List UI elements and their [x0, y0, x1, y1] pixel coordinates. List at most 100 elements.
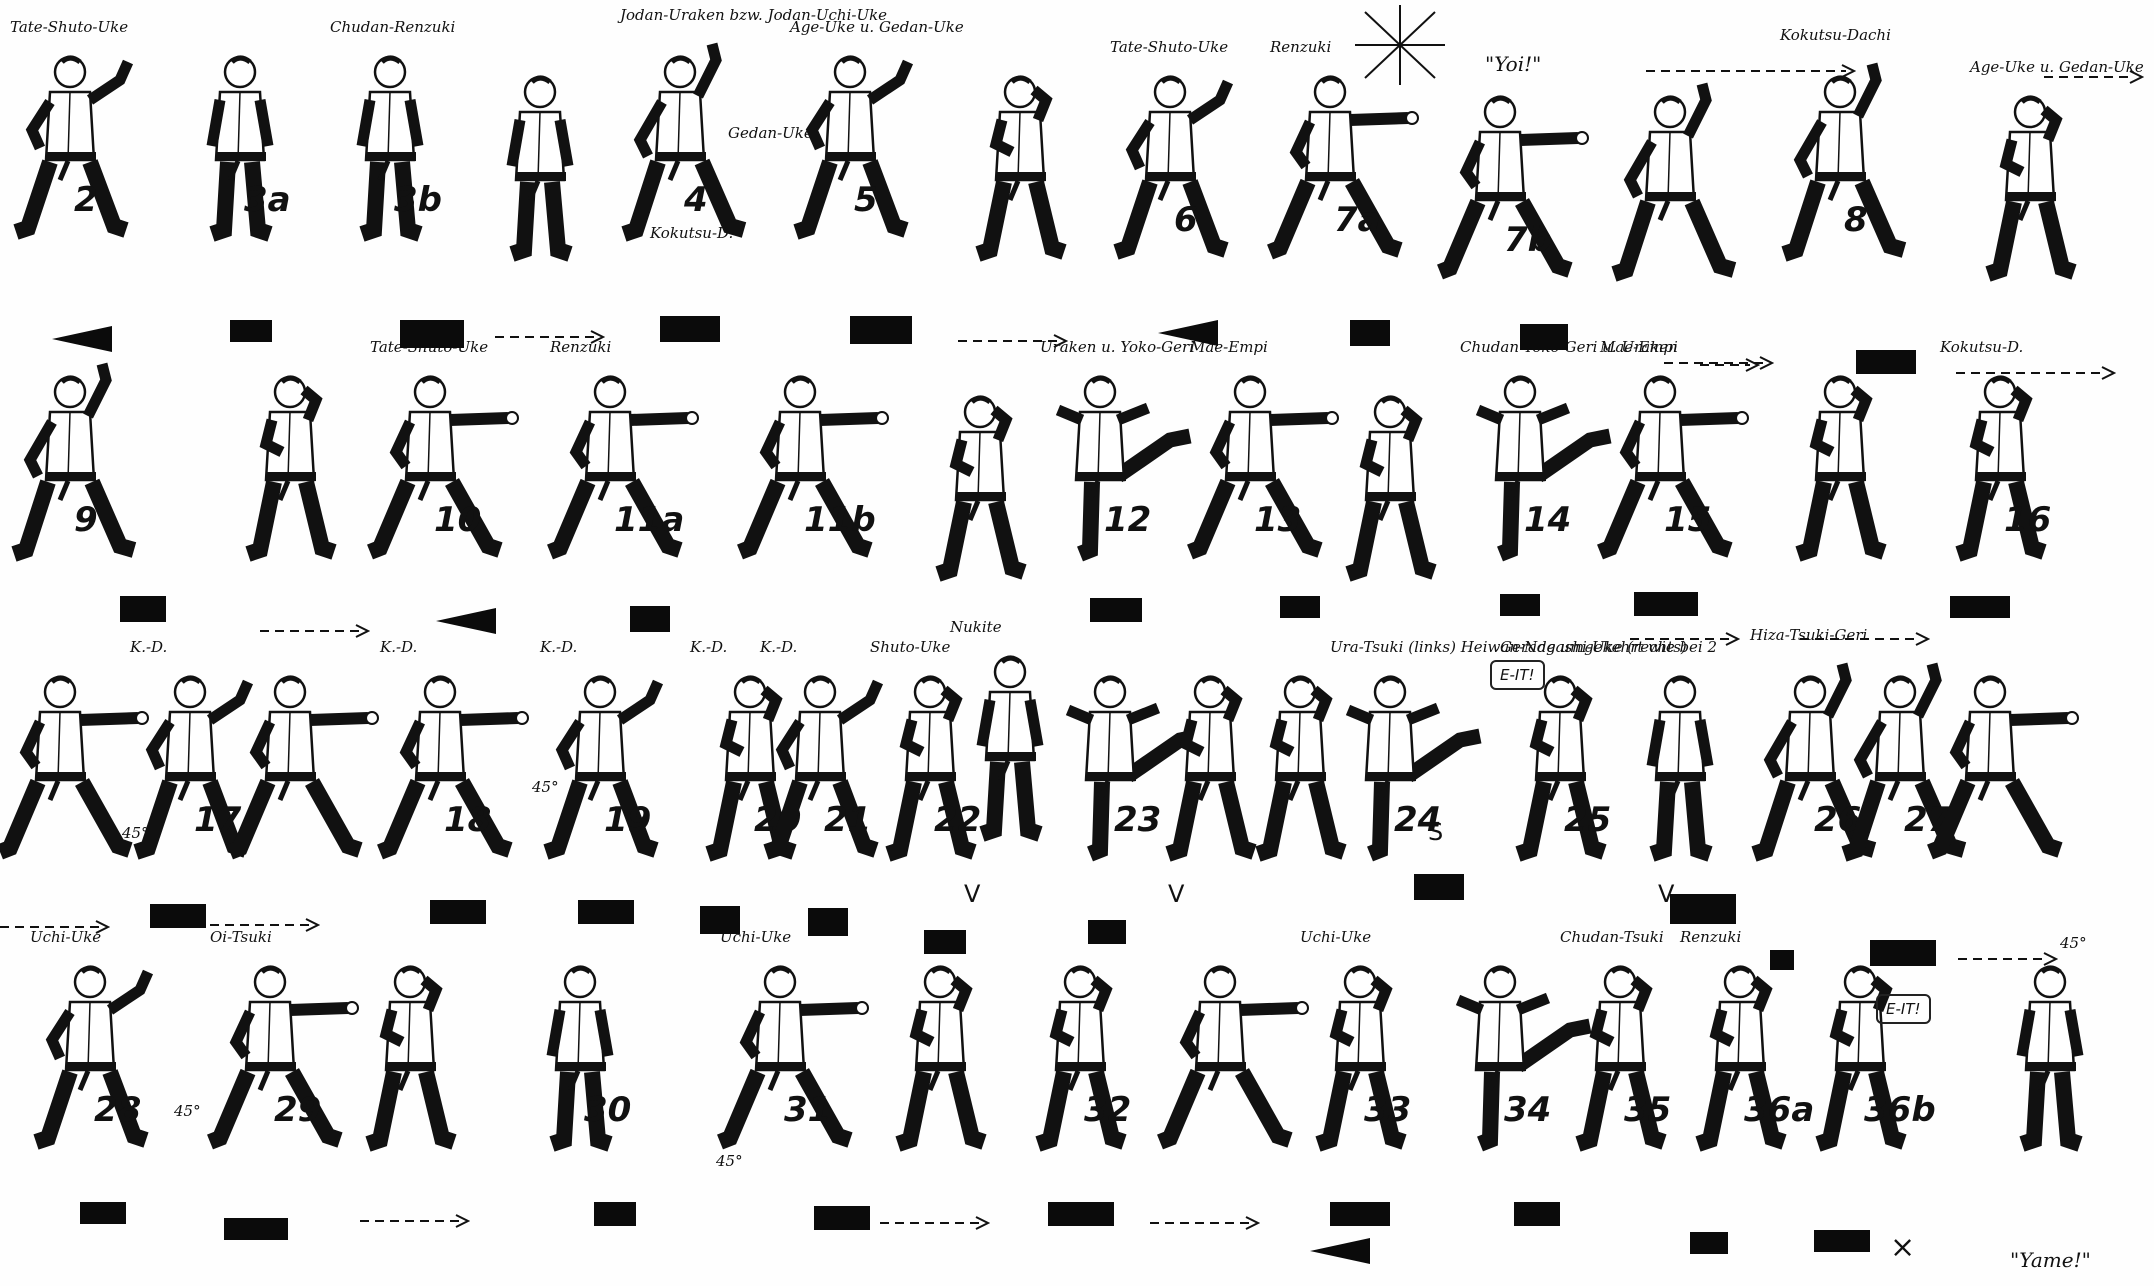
technique-caption: Age-Uke u. Gedan-Uke	[790, 18, 964, 36]
direction-triangle-icon	[436, 608, 496, 634]
movement-arrow-icon	[1956, 366, 2116, 380]
karateka-figure-guard	[880, 950, 1040, 1150]
movement-arrow-icon	[210, 918, 320, 932]
step-number: 29	[274, 1090, 321, 1130]
angle-label: 45°	[716, 1152, 743, 1170]
kata-frame-29b	[350, 950, 510, 1150]
step-number: 7a	[1334, 200, 1381, 240]
karateka-figure-guard	[1970, 80, 2130, 280]
redaction-bar	[1280, 596, 1320, 618]
kata-frame-10: 10Tate-Shuto-Uke	[370, 360, 530, 560]
karateka-figure-guard	[1780, 360, 1940, 560]
karateka-figure-high	[1610, 80, 1770, 280]
stance-caption: Kokutsu-D.	[650, 224, 733, 242]
step-number: 19	[604, 800, 651, 840]
technique-caption: K.-D.	[380, 638, 417, 656]
kata-frame-5: 5Age-Uke u. Gedan-Uke	[790, 40, 950, 240]
redaction-bar	[1770, 950, 1794, 970]
kata-frame-5b	[960, 60, 1120, 260]
kata-frame-4: 4Jodan-Uraken bzw. Jodan-Uchi-UkeGedan-U…	[620, 40, 780, 240]
movement-arrow-icon	[1800, 632, 1930, 646]
redaction-bar	[224, 1218, 288, 1240]
technique-caption: Mae-Empi	[1600, 338, 1678, 356]
kata-frame-3a: 3a	[180, 40, 340, 240]
redaction-bar	[1330, 1202, 1390, 1226]
redaction-bar	[630, 606, 670, 632]
technique-caption: K.-D.	[130, 638, 167, 656]
step-number: 21	[824, 800, 871, 840]
kata-frame-32b	[1160, 950, 1320, 1150]
movement-arrow-icon	[260, 624, 370, 638]
step-number: 10	[434, 500, 481, 540]
kata-frame-36b: 36b	[1800, 950, 1960, 1150]
redaction-bar	[1634, 592, 1698, 616]
karateka-figure-stance	[480, 60, 640, 260]
redaction-bar	[1350, 320, 1390, 346]
kata-frame-9: 9	[10, 360, 170, 560]
technique-caption: K.-D.	[540, 638, 577, 656]
step-number: 15	[1664, 500, 1711, 540]
redaction-bar	[1048, 1202, 1114, 1226]
step-number: 34	[1504, 1090, 1551, 1130]
step-number: 11b	[804, 500, 876, 540]
redaction-bar	[1414, 874, 1464, 900]
step-number: 7b	[1504, 220, 1552, 260]
movement-arrow-icon	[360, 1214, 470, 1228]
direction-triangle-icon	[52, 326, 112, 352]
angle-label: 45°	[2060, 934, 2087, 952]
kata-frame-7a: 7aRenzuki	[1270, 60, 1430, 260]
redaction-bar	[150, 904, 206, 928]
kata-frame-14: 14Chudan Yoko-Geri u. Uraken	[1460, 360, 1620, 560]
karateka-figure-guard	[230, 360, 390, 560]
step-number: 28	[94, 1090, 141, 1130]
step-number: 36b	[1864, 1090, 1936, 1130]
karateka-figure-guard	[350, 950, 510, 1150]
angle-label: 45°	[532, 778, 559, 796]
karateka-figure-punch	[230, 660, 390, 860]
redaction-bar	[1090, 598, 1142, 622]
step-number: 18	[444, 800, 491, 840]
step-number: 3b	[394, 180, 442, 220]
kata-frame-27b	[1930, 660, 2090, 860]
step-number: 14	[1524, 500, 1571, 540]
redaction-bar	[1088, 920, 1126, 944]
step-number: 31	[784, 1090, 831, 1130]
technique-caption: Uchi-Uke	[1300, 928, 1371, 946]
technique-caption: Chudan-Renzuki	[330, 18, 455, 36]
redaction-bar	[808, 908, 848, 936]
step-number: 12	[1104, 500, 1151, 540]
step-number: 30	[584, 1090, 631, 1130]
kata-frame-29: 29Oi-Tsuki	[210, 950, 370, 1150]
kata-frame-2: 2Tate-Shuto-Uke	[10, 40, 170, 240]
kata-frame-8: 8Kokutsu-Dachi	[1780, 60, 1940, 260]
kata-frame-11b: 11b	[740, 360, 900, 560]
redaction-bar	[1670, 894, 1736, 924]
step-number: 16	[2004, 500, 2051, 540]
movement-arrow-icon	[1958, 952, 2058, 966]
movement-arrow-icon	[1630, 632, 1740, 646]
movement-arrow-icon	[2044, 70, 2144, 84]
technique-caption: Tate-Shuto-Uke	[10, 18, 128, 36]
redaction-bar	[700, 906, 740, 934]
angle-label: 45°	[122, 824, 149, 842]
end-mark: ×	[1890, 1230, 1915, 1265]
movement-arrow-icon	[495, 330, 605, 344]
redaction-bar	[814, 1206, 870, 1230]
movement-arrow-icon	[1150, 1216, 1260, 1230]
kata-frame-15: 15Mae-Empi	[1600, 360, 1760, 560]
step-number: 6	[1174, 200, 1198, 240]
kata-frame-11a: 11aRenzuki	[550, 360, 710, 560]
technique-caption: Nukite	[950, 618, 1002, 636]
redaction-bar	[1500, 594, 1540, 616]
step-number: 4	[684, 180, 708, 220]
technique-caption: Kokutsu-Dachi	[1780, 26, 1891, 44]
stance-letter-s: S	[1428, 818, 1443, 846]
step-number: 11a	[614, 500, 684, 540]
kata-frame-9b	[230, 360, 390, 560]
redaction-bar	[850, 316, 912, 344]
redaction-bar	[1690, 1232, 1728, 1254]
kiai-burst: E-IT!	[1490, 660, 1545, 690]
